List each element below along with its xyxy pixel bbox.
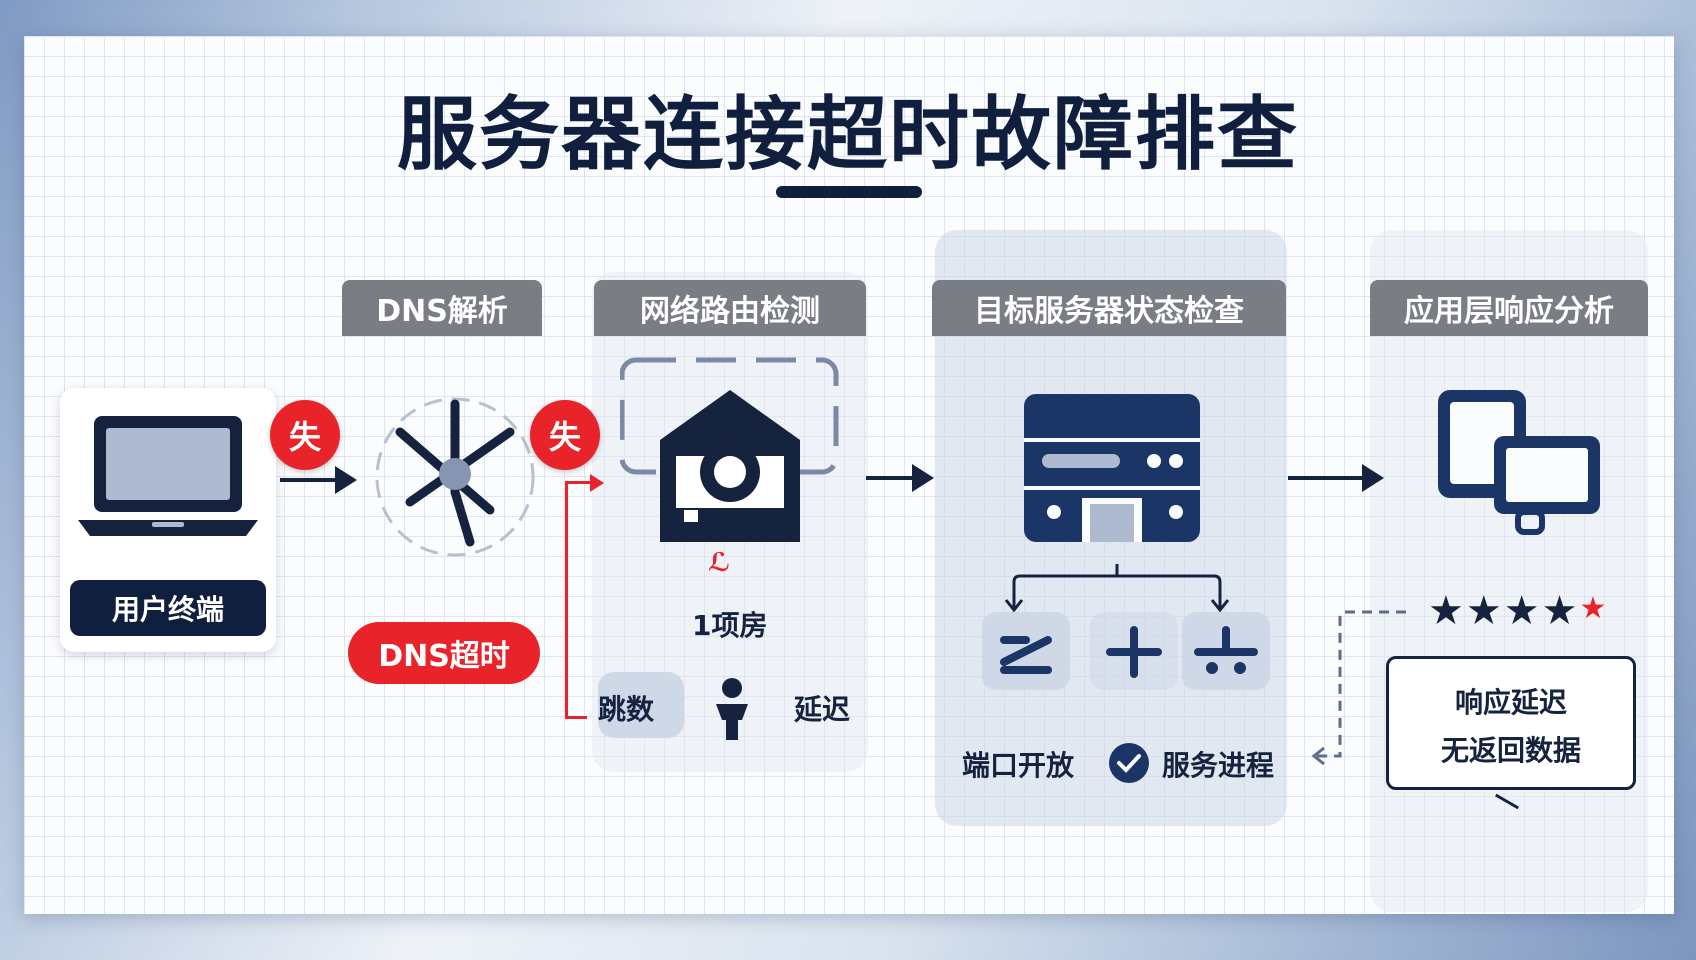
arrow-server-app — [1288, 476, 1366, 480]
fail-badge-1: 失 — [270, 400, 340, 470]
devices-icon — [1438, 390, 1600, 535]
red-connector-bottom — [565, 716, 587, 719]
port-tile — [982, 612, 1070, 690]
no-data-label: 无返回数据 — [1440, 734, 1581, 767]
dns-timeout-badge: DNS超时 — [348, 622, 540, 684]
person-icon — [716, 678, 748, 740]
hop-bubble — [598, 672, 684, 738]
process-tile — [1182, 612, 1270, 690]
server-icon — [1024, 394, 1200, 542]
hops-label: 跳数 — [598, 693, 655, 726]
port-open-label: 端口开放 — [962, 749, 1075, 782]
client-card: 用户终端 — [60, 388, 276, 652]
stage-header-route: 网络路由检测 — [594, 280, 866, 336]
app-panel — [1370, 230, 1648, 912]
stage-header-app: 应用层响应分析 — [1370, 280, 1648, 336]
star-icon: ★ — [1465, 588, 1504, 634]
fail-badge-2: 失 — [530, 400, 600, 470]
status-tile — [1090, 612, 1178, 690]
red-connector-head — [590, 474, 604, 492]
feedback-connector — [1311, 610, 1406, 766]
client-label: 用户终端 — [70, 580, 266, 636]
title-underline — [776, 186, 922, 198]
server-bracket — [1004, 564, 1230, 612]
star-icon: ★ — [1503, 588, 1542, 634]
arrow-client-dns — [280, 478, 340, 482]
arrow-head-route-server — [912, 464, 934, 492]
arrow-route-server — [866, 476, 916, 480]
stage-header-dns: DNS解析 — [342, 280, 542, 336]
response-callout: 响应延迟 无返回数据 — [1386, 656, 1636, 790]
star-icon: ★ — [1541, 588, 1580, 634]
dns-node-icon — [375, 397, 535, 557]
arrow-head-client-dns — [335, 466, 357, 494]
arrow-head-server-app — [1362, 464, 1384, 492]
red-connector-vertical — [565, 482, 568, 718]
star-icon: ★ — [1579, 591, 1609, 626]
service-process-label: 服务进程 — [1162, 749, 1275, 782]
response-delay-label: 响应延迟 — [1454, 686, 1567, 719]
network-house-icon — [620, 357, 839, 542]
stage-header-server: 目标服务器状态检查 — [932, 280, 1286, 336]
diagram-board — [24, 36, 1674, 914]
laptop-icon — [78, 416, 258, 536]
latency-label: 延迟 — [794, 693, 851, 726]
red-connector-top — [565, 481, 593, 484]
route-annotation: 1项房 — [692, 609, 768, 642]
star-icon: ★ — [1428, 588, 1466, 634]
check-icon — [1109, 743, 1149, 783]
rating-stars: ★★★★★ — [1428, 588, 1608, 634]
route-annotation-mark: ℒ — [708, 548, 731, 578]
page-title: 服务器连接超时故障排查 — [397, 88, 1299, 181]
